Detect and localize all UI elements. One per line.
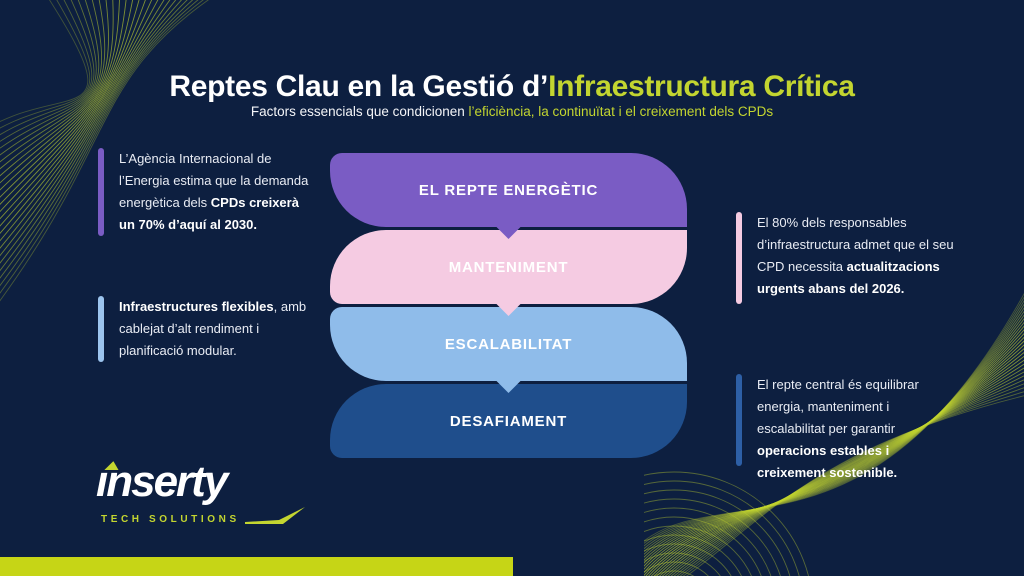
- note-segment: El 80% dels responsables d’infraestructu…: [757, 215, 954, 275]
- note-text: L’Agència Internacional de l’Energia est…: [119, 148, 310, 236]
- subtitle-main-text: Factors essencials que condicionen: [250, 104, 469, 119]
- note-text: El 80% dels responsables d’infraestructu…: [757, 212, 958, 304]
- subtitle-accent-text: l’eficiència, la continuïtat i el creixe…: [468, 104, 774, 119]
- funnel-step-energy: EL REPTE ENERGÈTIC: [330, 153, 687, 227]
- funnel-diagram: EL REPTE ENERGÈTIC MANTENIMENT ESCALABIL…: [330, 153, 687, 461]
- note-flexible-infrastructure: Infraestructures flexibles, amb cablejat…: [98, 296, 310, 362]
- note-segment-bold: Infraestructures flexibles: [119, 299, 274, 314]
- funnel-step-maintenance: MANTENIMENT: [330, 230, 687, 304]
- note-text: El repte central és equilibrar energia, …: [757, 374, 958, 484]
- note-urgent-updates: El 80% dels responsables d’infraestructu…: [736, 212, 958, 304]
- logo-swoosh-icon: [244, 507, 305, 524]
- funnel-step-challenge: DESAFIAMENT: [330, 384, 687, 458]
- funnel-step-scalability: ESCALABILITAT: [330, 307, 687, 381]
- bottom-accent-bar: [0, 557, 513, 576]
- funnel-step-label: DESAFIAMENT: [449, 412, 568, 430]
- note-segment: L’Agència Internacional de l’Energia est…: [119, 151, 309, 211]
- note-segment-bold: CPDs creixerà un 70% d’aquí al 2030.: [119, 195, 299, 233]
- note-segment-bold: actualitzacions urgents abans del 2026.: [757, 259, 940, 297]
- note-text: Infraestructures flexibles, amb cablejat…: [119, 296, 310, 362]
- note-segment: El repte central és equilibrar energia, …: [757, 377, 919, 437]
- logo-wordmark-text: ınserty: [96, 457, 228, 506]
- funnel-step-label: MANTENIMENT: [448, 258, 569, 276]
- logo-tagline-text: TECH SOLUTIONS: [101, 514, 240, 525]
- note-accent-bar: [736, 374, 742, 466]
- funnel-step-label: EL REPTE ENERGÈTIC: [418, 181, 599, 199]
- title-accent-text: Infraestructura Crítica: [548, 70, 855, 104]
- company-logo: ınserty TECH SOLUTIONS: [96, 460, 307, 525]
- note-central-challenge: El repte central és equilibrar energia, …: [736, 374, 958, 484]
- note-segment: , amb cablejat d’alt rendiment i planifi…: [119, 299, 307, 359]
- logo-tagline-row: TECH SOLUTIONS: [96, 507, 307, 525]
- note-accent-bar: [736, 212, 742, 304]
- logo-wordmark: ınserty: [96, 460, 307, 504]
- note-energy-demand: L’Agència Internacional de l’Energia est…: [98, 148, 310, 236]
- funnel-step-label: ESCALABILITAT: [444, 335, 573, 353]
- title-main-text: Reptes Clau en la Gestió d’: [169, 70, 549, 104]
- note-accent-bar: [98, 296, 104, 362]
- note-accent-bar: [98, 148, 104, 236]
- note-segment-bold: operacions estables i creixement sosteni…: [757, 443, 898, 481]
- page-title: Reptes Clau en la Gestió d’Infraestructu…: [0, 70, 1024, 104]
- page-subtitle: Factors essencials que condicionen l’efi…: [0, 104, 1024, 119]
